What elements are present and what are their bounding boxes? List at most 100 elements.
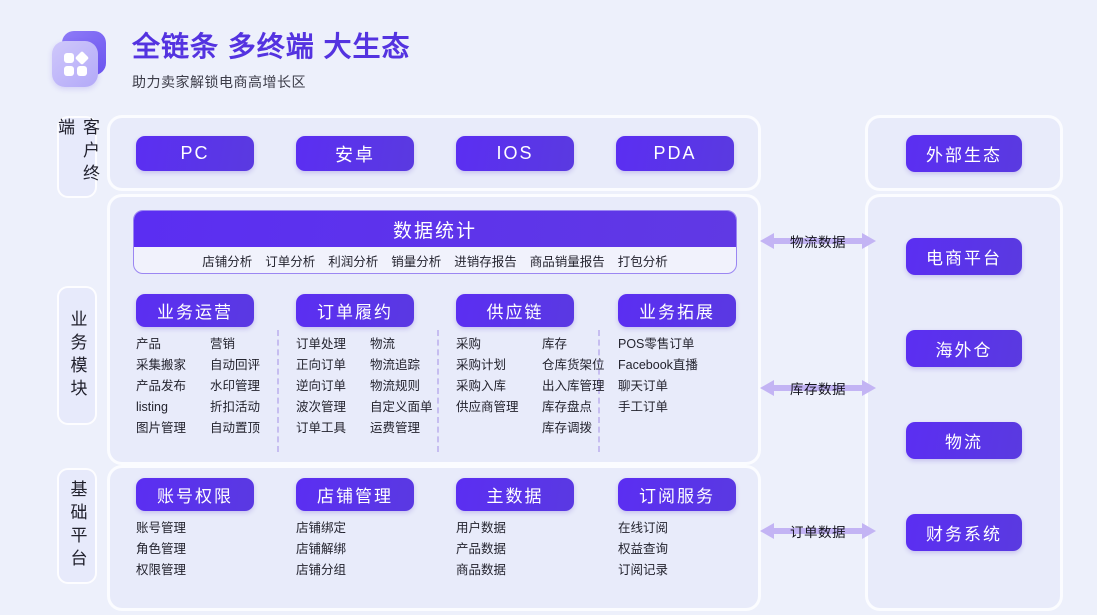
card-title[interactable]: 主数据	[456, 478, 574, 511]
terminal-button-ios[interactable]: IOS	[456, 136, 574, 171]
card-column: 采购 采购计划 采购入库 供应商管理	[456, 337, 530, 436]
card-item[interactable]: 波次管理	[296, 400, 347, 414]
card-item[interactable]: 在线订阅	[618, 521, 669, 535]
card-title[interactable]: 订阅服务	[618, 478, 736, 511]
card-item[interactable]: 产品发布	[136, 379, 187, 393]
card-item[interactable]: 聊天订单	[618, 379, 669, 393]
card-item[interactable]: 采购计划	[456, 358, 507, 372]
card-item[interactable]: 库存调拨	[542, 421, 593, 435]
card-column: 订单处理 正向订单 逆向订单 波次管理 订单工具	[296, 337, 358, 436]
card-column: 库存 仓库货架位 出入库管理 库存盘点 库存调拨	[542, 337, 605, 436]
card-column: 店铺绑定 店铺解绑 店铺分组	[296, 521, 346, 578]
external-system-ecommerce-platform[interactable]: 电商平台	[906, 238, 1022, 275]
card-item[interactable]: 水印管理	[210, 379, 261, 393]
card-title[interactable]: 业务运营	[136, 294, 254, 327]
statistics-item[interactable]: 销量分析	[391, 254, 442, 269]
card-item[interactable]: 手工订单	[618, 400, 669, 414]
card-item[interactable]: 库存	[542, 337, 568, 351]
card-item[interactable]: 订单处理	[296, 337, 347, 351]
card-item[interactable]: 账号管理	[136, 521, 187, 535]
business-card-business-expansion: 业务拓展 POS零售订单 Facebook直播 聊天订单 手工订单	[618, 294, 736, 415]
card-item[interactable]: 店铺分组	[296, 563, 347, 577]
card-item[interactable]: Facebook直播	[618, 358, 698, 372]
card-item[interactable]: 权限管理	[136, 563, 187, 577]
sidebar-tab-base-platform[interactable]: 基础平台	[59, 470, 95, 582]
card-item[interactable]: 物流追踪	[370, 358, 421, 372]
card-item[interactable]: 仓库货架位	[542, 358, 605, 372]
statistics-item[interactable]: 商品销量报告	[529, 254, 605, 269]
card-divider	[277, 330, 279, 452]
card-item[interactable]: 店铺绑定	[296, 521, 347, 535]
logo-block-1	[64, 53, 74, 63]
flow-label: 库存数据	[790, 382, 846, 397]
card-item[interactable]: 采集搬家	[136, 358, 187, 372]
card-item[interactable]: listing	[136, 400, 168, 414]
card-column: 账号管理 角色管理 权限管理	[136, 521, 186, 578]
card-column: POS零售订单 Facebook直播 聊天订单 手工订单	[618, 337, 698, 415]
card-item[interactable]: 产品	[136, 337, 162, 351]
card-divider	[437, 330, 439, 452]
statistics-item[interactable]: 店铺分析	[202, 254, 253, 269]
business-card-operations: 业务运营 产品 采集搬家 产品发布 listing 图片管理 营销 自动回评 水…	[136, 294, 260, 436]
card-item[interactable]: 供应商管理	[456, 400, 519, 414]
page-subtitle: 助力卖家解锁电商高增长区	[132, 73, 306, 90]
terminal-button-pc[interactable]: PC	[136, 136, 254, 171]
card-item[interactable]: 产品数据	[456, 542, 507, 556]
card-title[interactable]: 订单履约	[296, 294, 414, 327]
card-column: 产品 采集搬家 产品发布 listing 图片管理	[136, 337, 198, 436]
external-system-finance[interactable]: 财务系统	[906, 514, 1022, 551]
card-item[interactable]: 订单工具	[296, 421, 347, 435]
card-column: 在线订阅 权益查询 订阅记录	[618, 521, 668, 578]
card-item[interactable]: 物流	[370, 337, 396, 351]
sidebar-tab-label: 业务模块	[67, 309, 87, 402]
card-title[interactable]: 账号权限	[136, 478, 254, 511]
statistics-item[interactable]: 利润分析	[328, 254, 379, 269]
card-item[interactable]: POS零售订单	[618, 337, 695, 351]
card-title[interactable]: 店铺管理	[296, 478, 414, 511]
statistics-item[interactable]: 打包分析	[617, 254, 668, 269]
card-item[interactable]: 订阅记录	[618, 563, 669, 577]
sidebar-tab-business-module[interactable]: 业务模块	[59, 288, 95, 423]
card-item[interactable]: 库存盘点	[542, 400, 593, 414]
card-column: 物流 物流追踪 物流规则 自定义面单 运费管理	[370, 337, 433, 436]
card-item[interactable]: 角色管理	[136, 542, 187, 556]
statistics-item[interactable]: 订单分析	[265, 254, 316, 269]
card-item[interactable]: 商品数据	[456, 563, 507, 577]
card-item[interactable]: 采购	[456, 337, 482, 351]
card-item[interactable]: 逆向订单	[296, 379, 347, 393]
card-column: 用户数据 产品数据 商品数据	[456, 521, 506, 578]
card-item[interactable]: 营销	[210, 337, 236, 351]
terminal-button-android[interactable]: 安卓	[296, 136, 414, 171]
flow-label: 订单数据	[790, 525, 846, 540]
card-item[interactable]: 折扣活动	[210, 400, 261, 414]
card-item[interactable]: 权益查询	[618, 542, 669, 556]
platform-card-account-permission: 账号权限 账号管理 角色管理 权限管理	[136, 478, 254, 578]
card-item[interactable]: 采购入库	[456, 379, 507, 393]
external-system-overseas-warehouse[interactable]: 海外仓	[906, 330, 1022, 367]
card-title[interactable]: 业务拓展	[618, 294, 736, 327]
logo-block-3	[64, 66, 74, 76]
card-item[interactable]: 物流规则	[370, 379, 421, 393]
card-item[interactable]: 自定义面单	[370, 400, 433, 414]
card-item[interactable]: 自动置顶	[210, 421, 261, 435]
card-item[interactable]: 出入库管理	[542, 379, 605, 393]
card-item[interactable]: 用户数据	[456, 521, 507, 535]
sidebar-tab-client-terminal[interactable]: 客户终端	[55, 118, 99, 196]
external-ecosystem-button[interactable]: 外部生态	[906, 135, 1022, 172]
card-item[interactable]: 运费管理	[370, 421, 421, 435]
logo-block-4	[77, 66, 87, 76]
card-item[interactable]: 店铺解绑	[296, 542, 347, 556]
card-item[interactable]: 图片管理	[136, 421, 187, 435]
grid-blocks-logo-icon	[48, 28, 110, 90]
terminal-button-pda[interactable]: PDA	[616, 136, 734, 171]
card-item[interactable]: 正向订单	[296, 358, 347, 372]
card-title[interactable]: 供应链	[456, 294, 574, 327]
external-system-logistics[interactable]: 物流	[906, 422, 1022, 459]
statistics-item[interactable]: 进销存报告	[454, 254, 517, 269]
card-item[interactable]: 自动回评	[210, 358, 261, 372]
page-title: 全链条 多终端 大生态	[132, 31, 411, 62]
flow-label: 物流数据	[790, 235, 846, 250]
platform-card-master-data: 主数据 用户数据 产品数据 商品数据	[456, 478, 574, 578]
flow-inventory-data: 库存数据	[758, 375, 878, 401]
